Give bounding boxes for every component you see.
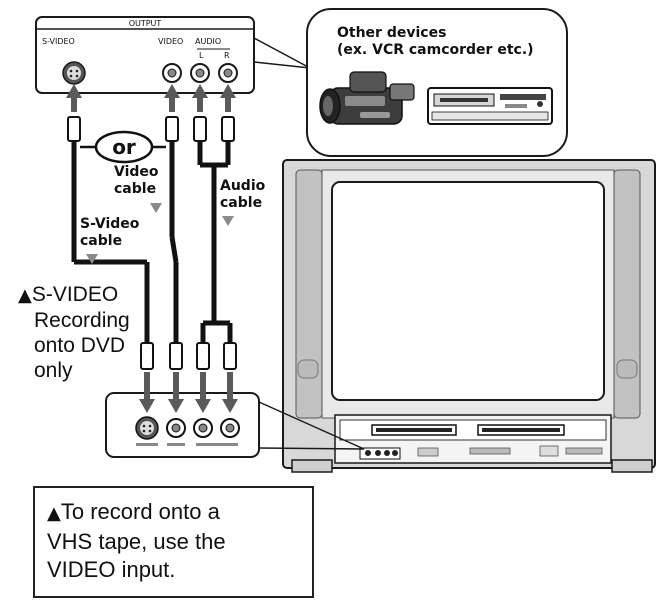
arrows-to-input xyxy=(139,372,238,413)
devices-title-line2: (ex. VCR camcorder etc.) xyxy=(337,42,534,58)
svideo-warning-line2: Recording xyxy=(34,309,130,332)
input-panel xyxy=(105,392,260,458)
svideo-warning-note: ▲S-VIDEO Recording onto DVD only xyxy=(18,282,130,383)
warning-icon: ▲ xyxy=(18,285,32,306)
camcorder-illustration xyxy=(319,71,415,125)
audio-cable-label-line1: Audio xyxy=(220,178,266,194)
audio-left-input-jack xyxy=(193,418,213,438)
audio-output-label: AUDIO xyxy=(195,37,221,46)
devices-callout-line xyxy=(253,37,311,69)
video-cable xyxy=(165,116,183,370)
svideo-output-jack xyxy=(62,61,86,85)
video-output-jack xyxy=(162,63,182,83)
video-output-label: VIDEO xyxy=(158,37,183,46)
vhs-note-line2: VHS tape, use the xyxy=(47,529,226,554)
vhs-note-text: ▲To record onto a VHS tape, use the VIDE… xyxy=(47,498,309,584)
svideo-output-label: S-VIDEO xyxy=(42,37,75,46)
video-input-jack xyxy=(166,418,186,438)
arrow-up-audio-right xyxy=(220,84,236,112)
svideo-cable-label-line1: S-Video xyxy=(80,216,140,232)
vcr-illustration xyxy=(427,87,553,125)
svideo-warning-line4: only xyxy=(34,359,73,382)
audio-cable-label-line2: cable xyxy=(220,195,262,211)
arrow-up-svideo xyxy=(66,84,82,112)
vhs-note-box: ▲To record onto a VHS tape, use the VIDE… xyxy=(33,486,314,598)
svideo-warning-line3: onto DVD xyxy=(34,334,126,357)
video-cable-label-line1: Video xyxy=(114,164,159,180)
svideo-warning-line1: ▲S-VIDEO xyxy=(18,283,119,306)
vhs-note-line3: VIDEO input. xyxy=(47,557,176,582)
arrow-down-audio-left xyxy=(195,372,211,413)
video-cable-marker xyxy=(150,203,162,213)
front-input-jacks xyxy=(359,447,401,460)
arrows-to-output xyxy=(66,84,236,112)
input-callout-line xyxy=(258,401,365,450)
vhs-note-line1: ▲To record onto a xyxy=(47,499,220,524)
audio-left-output-jack xyxy=(190,63,210,83)
devices-title-line1: Other devices xyxy=(337,25,446,41)
arrow-up-audio-left xyxy=(192,84,208,112)
arrow-down-video xyxy=(168,372,184,413)
tv-recorder xyxy=(282,159,656,473)
audio-right-output-jack xyxy=(218,63,238,83)
video-cable-label-line2: cable xyxy=(114,181,156,197)
arrow-up-video xyxy=(164,84,180,112)
svideo-cable xyxy=(67,116,154,370)
audio-cable-marker xyxy=(222,216,234,226)
or-bubble: or xyxy=(80,130,166,164)
audio-right-label: R xyxy=(224,51,230,60)
audio-left-label: L xyxy=(199,51,204,60)
svideo-cable-marker xyxy=(86,254,98,264)
arrow-down-audio-right xyxy=(222,372,238,413)
other-devices-bubble: Other devices (ex. VCR camcorder etc.) xyxy=(306,8,568,157)
output-panel: OUTPUT S-VIDEO VIDEO AUDIO L R xyxy=(35,16,255,94)
or-label: or xyxy=(112,135,136,159)
warning-icon: ▲ xyxy=(47,503,61,524)
output-panel-title: OUTPUT xyxy=(129,19,162,28)
svideo-input-jack xyxy=(135,416,159,440)
arrow-down-svideo xyxy=(139,372,155,413)
tv-screen xyxy=(331,181,605,401)
audio-cable xyxy=(193,116,237,370)
audio-right-input-jack xyxy=(220,418,240,438)
svideo-cable-label-line2: cable xyxy=(80,233,122,249)
